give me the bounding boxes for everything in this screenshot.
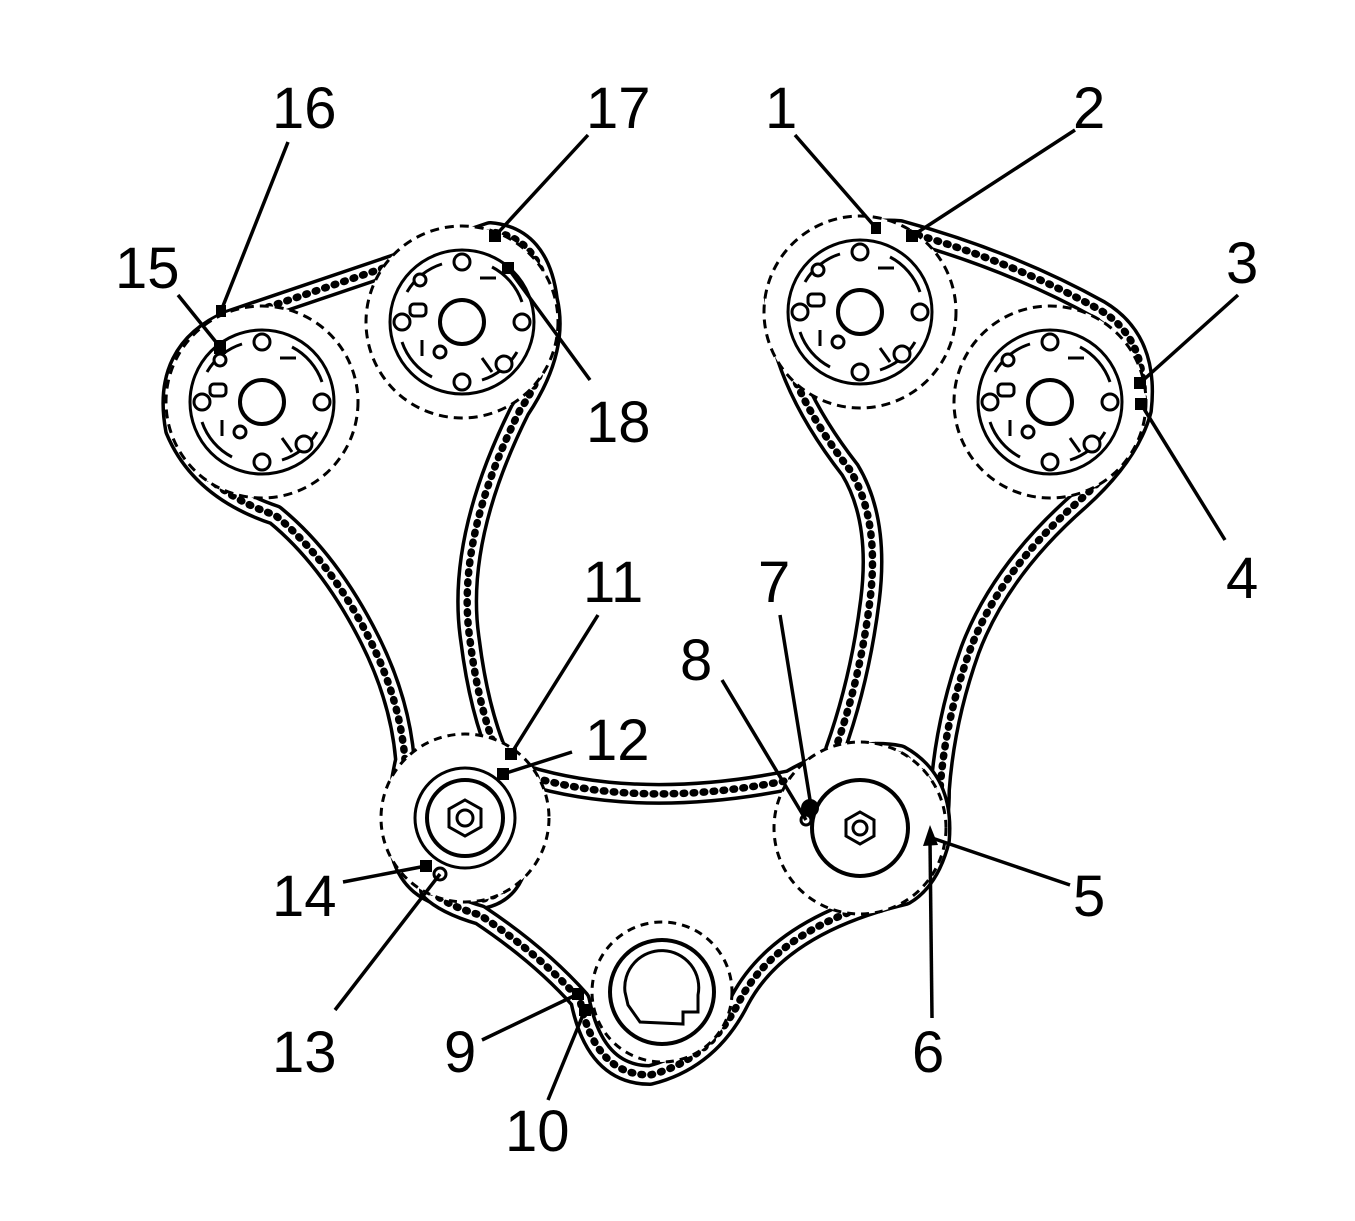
- leader-line-9: [481, 992, 579, 1042]
- leader-line-16: [219, 141, 290, 312]
- pointer-arrow-6: [923, 825, 938, 846]
- leader-line-11: [509, 614, 600, 755]
- crankshaft-sprocket: [590, 920, 734, 1064]
- left-bank-exhaust-cam-sprocket: [164, 304, 360, 500]
- leader-line-13: [333, 872, 442, 1012]
- left-idler-sprocket: [379, 732, 551, 904]
- leader-line-7: [778, 614, 813, 807]
- leader-line-15: [176, 293, 222, 349]
- callout-9: 9: [444, 1020, 476, 1085]
- callout-6: 6: [912, 1020, 944, 1085]
- right-idler-sprocket: [772, 740, 948, 916]
- timing-dot-7: [801, 799, 819, 817]
- callout-3: 3: [1226, 231, 1258, 296]
- leader-line-6: [928, 839, 934, 1019]
- callout-18: 18: [586, 390, 651, 455]
- callout-7: 7: [758, 550, 790, 615]
- leader-line-14: [342, 864, 427, 884]
- right-bank-intake-cam-sprocket: [762, 214, 958, 410]
- callout-15: 15: [115, 236, 180, 301]
- leader-line-4: [1139, 403, 1227, 541]
- leader-line-12: [502, 750, 573, 776]
- callout-10: 10: [505, 1099, 570, 1164]
- leader-line-8: [720, 679, 808, 821]
- leader-line-18: [506, 266, 592, 382]
- callout-12: 12: [585, 708, 650, 773]
- leader-line-2: [911, 128, 1076, 238]
- leader-line-17: [493, 133, 590, 238]
- callout-4: 4: [1226, 546, 1258, 611]
- right-timing-chain: [764, 218, 1155, 891]
- left-bank-intake-cam-sprocket: [364, 224, 560, 420]
- callout-labels: 1 2 3 4 5 6 7 8 9 10 11 12 13 14 15 16 1…: [115, 76, 1258, 1164]
- leader-line-10: [546, 1009, 587, 1101]
- callout-17: 17: [586, 76, 651, 141]
- leader-line-5: [931, 836, 1071, 887]
- callout-8: 8: [680, 628, 712, 693]
- callout-14: 14: [272, 864, 337, 929]
- callout-5: 5: [1073, 864, 1105, 929]
- callout-13: 13: [272, 1020, 337, 1085]
- callout-16: 16: [272, 76, 337, 141]
- callout-11: 11: [583, 550, 643, 615]
- callout-2: 2: [1073, 76, 1105, 141]
- leader-lines: [176, 128, 1240, 1101]
- leader-line-1: [793, 133, 878, 230]
- callout-1: 1: [765, 76, 797, 141]
- right-bank-exhaust-cam-sprocket: [952, 304, 1148, 500]
- leader-line-3: [1138, 293, 1240, 385]
